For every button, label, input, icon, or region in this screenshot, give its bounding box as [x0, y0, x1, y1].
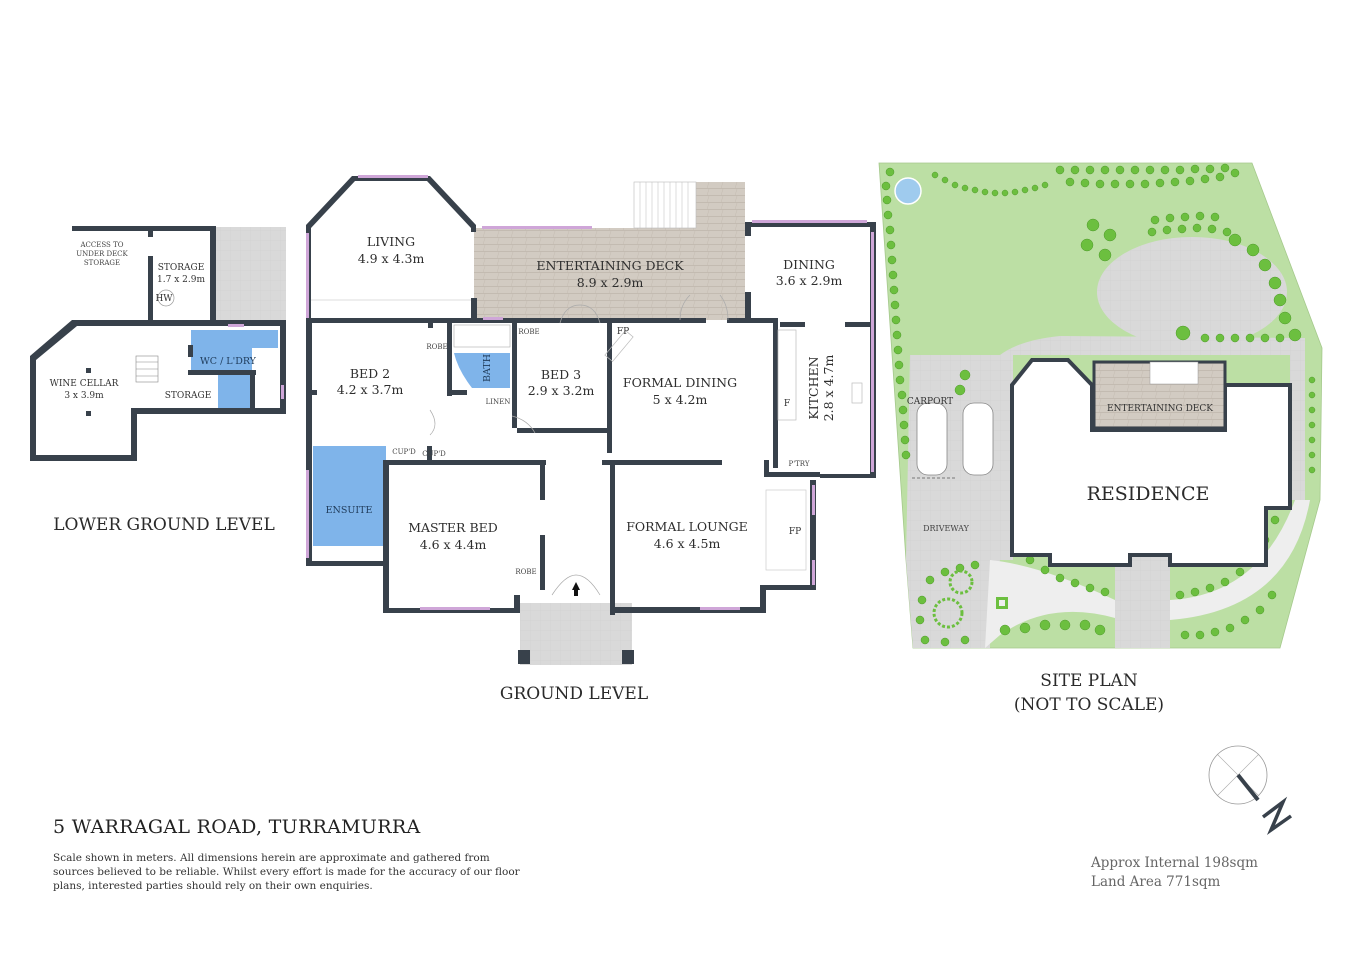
svg-text:FP: FP [789, 527, 801, 537]
wine-cellar-label: WINE CELLAR [50, 379, 119, 389]
entry-arrow-icon [572, 582, 580, 590]
hot-water-icon [157, 289, 175, 307]
approx-internal: Approx Internal 198sqm [1091, 855, 1258, 871]
paved-courtyard [1097, 237, 1287, 347]
bed2-label: BED 2 [350, 366, 390, 381]
residence-label: RESIDENCE [1087, 483, 1210, 505]
bed3-label: BED 3 [541, 367, 581, 382]
svg-text:2.8 x 4.7m: 2.8 x 4.7m [821, 355, 836, 422]
svg-text:4.2 x 3.7m: 4.2 x 3.7m [337, 382, 404, 397]
svg-text:F: F [784, 399, 790, 409]
svg-text:CUP'D: CUP'D [422, 450, 446, 458]
svg-text:4.6 x 4.4m: 4.6 x 4.4m [420, 537, 487, 552]
svg-text:ROBE: ROBE [426, 343, 447, 351]
driveway-label: DRIVEWAY [923, 524, 969, 533]
deck-label: ENTERTAINING DECK [536, 258, 684, 273]
land-area: Land Area 771sqm [1091, 874, 1221, 890]
dining-label: DINING [783, 257, 835, 272]
ground-plan: LIVING 4.9 x 4.3m ENTERTAINING DECK 8.9 … [306, 175, 876, 704]
front-path [1115, 555, 1170, 648]
tree-ring [932, 597, 964, 629]
svg-text:ROBE: ROBE [515, 568, 536, 576]
paved-area [216, 227, 286, 324]
svg-text:HW: HW [155, 294, 173, 304]
svg-text:5 x 4.2m: 5 x 4.2m [653, 392, 708, 407]
property-address: 5 WARRAGAL ROAD, TURRAMURRA [53, 816, 421, 838]
carport-label: CARPORT [907, 397, 953, 407]
formal-lounge-label: FORMAL LOUNGE [626, 519, 748, 534]
cars [916, 402, 994, 476]
ensuite-fill [313, 446, 386, 546]
svg-text:1.7 x 2.9m: 1.7 x 2.9m [157, 275, 205, 285]
svg-text:LINEN: LINEN [486, 398, 511, 406]
lower-ground-title: LOWER GROUND LEVEL [53, 515, 275, 535]
storage-upper-label: STORAGE [158, 263, 205, 273]
svg-text:UNDER DECK: UNDER DECK [76, 250, 128, 258]
driveway [906, 336, 1305, 648]
formal-dining-label: FORMAL DINING [623, 375, 737, 390]
site-plan: CARPORT DRIVEWAY ENTERTAINING DECK RESID… [878, 162, 1323, 715]
pond [894, 177, 922, 205]
site-plan-title: SITE PLAN [1040, 671, 1138, 691]
living-label: LIVING [367, 234, 415, 249]
svg-text:4.6 x 4.5m: 4.6 x 4.5m [654, 536, 721, 551]
svg-text:CUP'D: CUP'D [392, 448, 416, 456]
svg-text:4.9 x 4.3m: 4.9 x 4.3m [358, 251, 425, 266]
kitchen-label: KITCHEN [806, 356, 821, 419]
svg-text:2.9 x 3.2m: 2.9 x 3.2m [528, 383, 595, 398]
ensuite-label: ENSUITE [326, 505, 373, 516]
svg-text:3.6 x 2.9m: 3.6 x 2.9m [776, 273, 843, 288]
svg-text:(NOT TO SCALE): (NOT TO SCALE) [1014, 695, 1164, 715]
residence-footprint [1010, 358, 1292, 567]
wc-laundry-label: WC / L'DRY [200, 356, 257, 367]
north-arrow-icon [1208, 745, 1293, 835]
svg-text:8.9 x 2.9m: 8.9 x 2.9m [577, 275, 644, 290]
access-label: ACCESS TO [80, 241, 124, 249]
entertaining-deck [474, 182, 745, 320]
storage-lower-label: STORAGE [165, 391, 212, 401]
svg-text:STORAGE: STORAGE [84, 259, 120, 267]
svg-text:ROBE: ROBE [518, 328, 539, 336]
site-deck-label: ENTERTAINING DECK [1107, 404, 1213, 414]
ground-level-title: GROUND LEVEL [500, 684, 648, 704]
area-info: Approx Internal 198sqm Land Area 771sqm [1091, 854, 1258, 892]
master-bed-label: MASTER BED [408, 520, 498, 535]
svg-text:FP: FP [617, 327, 629, 337]
svg-text:3 x 3.9m: 3 x 3.9m [64, 391, 104, 401]
lower-ground-plan: ACCESS TO UNDER DECK STORAGE STORAGE 1.7… [30, 226, 286, 535]
svg-text:P'TRY: P'TRY [789, 460, 810, 468]
disclaimer: Scale shown in meters. All dimensions he… [53, 852, 520, 892]
bath-label: BATH [482, 354, 493, 382]
bath-fill [454, 353, 510, 388]
